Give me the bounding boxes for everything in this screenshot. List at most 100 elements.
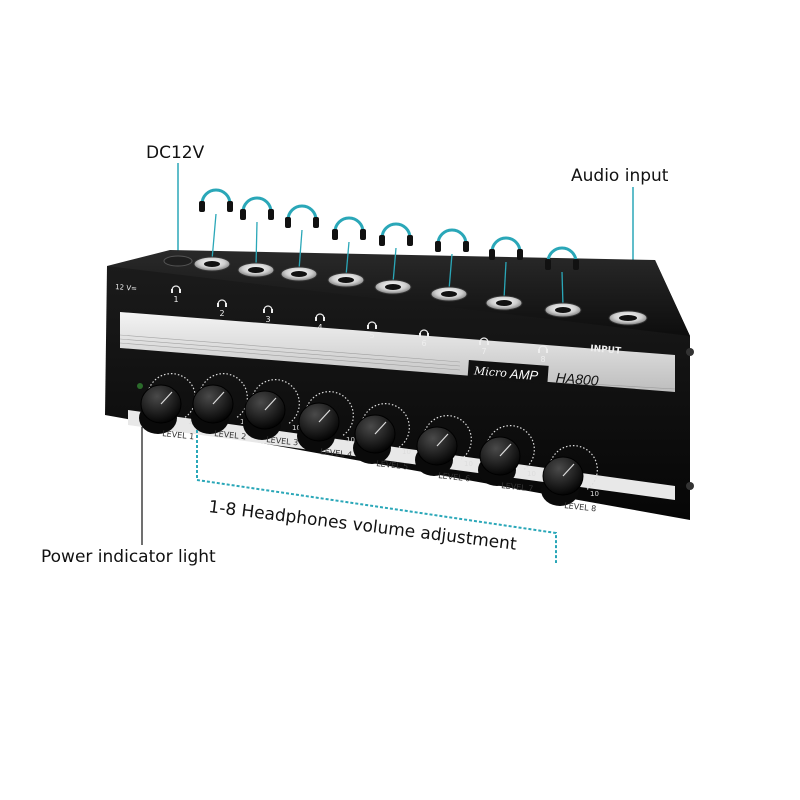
- knob-scale: [423, 415, 472, 461]
- knob-scale: [486, 425, 535, 471]
- headphones-icon: [419, 329, 429, 335]
- volume-knob[interactable]: LEVEL 210: [191, 373, 249, 442]
- knob-scale: [251, 379, 300, 425]
- volume-bracket: [196, 430, 557, 563]
- channel-label: 6: [419, 329, 429, 348]
- jack-pointer-line: [298, 229, 303, 271]
- headphone-jack-hole: [248, 267, 264, 273]
- headphones-icon: [199, 188, 233, 212]
- knob-pointer: [318, 409, 331, 423]
- channel-number: 5: [370, 331, 375, 340]
- level-label: LEVEL 4: [320, 447, 353, 459]
- volume-adjustment-label: 1-8 Headphones volume adjustment: [207, 497, 518, 555]
- channel-number: 6: [422, 339, 427, 348]
- knob-pointer: [264, 397, 277, 411]
- channel-labels: 1 2 3 4 5 6 7 8: [171, 285, 548, 364]
- channel-label: 2: [217, 299, 227, 318]
- volume-knob[interactable]: LEVEL 110: [139, 373, 197, 442]
- scale-max-label: 10: [402, 448, 411, 456]
- model-number: HA800: [555, 369, 599, 388]
- level-label: LEVEL 6: [438, 471, 471, 483]
- screw-top: [686, 348, 694, 356]
- channel-number: 4: [318, 323, 323, 332]
- knob-pointer: [160, 391, 173, 405]
- channel-number: 1: [174, 295, 179, 304]
- volume-knob[interactable]: LEVEL 8 10: [541, 445, 599, 514]
- headphones-icon: [315, 313, 325, 319]
- screw-bottom: [686, 482, 694, 490]
- knob-pointer: [499, 443, 512, 457]
- audio-input-label: Audio input: [571, 166, 669, 186]
- scale-max-label: 10: [346, 436, 355, 444]
- jack-pointer-line: [503, 261, 507, 300]
- knob-pointer: [212, 391, 225, 405]
- volume-knob[interactable]: LEVEL 5 10: [353, 403, 411, 472]
- level-label: LEVEL 3: [266, 435, 299, 447]
- headphone-icons: [199, 188, 579, 270]
- headphones-icon: [435, 228, 469, 252]
- headphone-jack-hole: [441, 291, 457, 297]
- scale-max-label: 10: [527, 470, 536, 478]
- voltage-label: 12 V=: [115, 283, 138, 293]
- headphone-jack-hole: [204, 261, 220, 267]
- volume-knob[interactable]: LEVEL 3 10: [243, 379, 301, 448]
- jack-pointer-line: [392, 247, 397, 284]
- knob-pointer: [562, 463, 575, 477]
- headphones-icon: [285, 204, 319, 228]
- headphone-jack-hole: [385, 284, 401, 290]
- jack-pointer-line: [255, 221, 258, 267]
- scale-max-label: 10: [590, 490, 599, 498]
- level-label: LEVEL 5: [376, 459, 409, 471]
- headphones-icon: [217, 299, 227, 305]
- level-label: LEVEL 2: [214, 429, 247, 441]
- headphones-icon: [379, 222, 413, 246]
- brand-script: Micro: [473, 364, 508, 379]
- headphone-jacks: [193, 213, 582, 318]
- knob-scale: [361, 403, 410, 449]
- level-label: LEVEL 1: [162, 429, 195, 441]
- channel-label: 5: [367, 321, 377, 340]
- brand-main: AMP: [508, 366, 539, 383]
- headphones-icon: [240, 196, 274, 220]
- knob-scale: [305, 391, 354, 437]
- power-indicator-led: [137, 383, 143, 389]
- knob-scale: [147, 373, 196, 419]
- headphones-icon: [332, 216, 366, 240]
- headphones-icon: [263, 305, 273, 311]
- jack-pointer-line: [561, 271, 564, 307]
- dc-jack[interactable]: [163, 255, 193, 267]
- headphone-jack-hole: [291, 271, 307, 277]
- volume-knob[interactable]: LEVEL 6 10: [415, 415, 473, 484]
- headphone-jack-hole: [338, 277, 354, 283]
- volume-knob[interactable]: LEVEL 4 10: [297, 391, 355, 460]
- headphones-icon: [538, 345, 548, 351]
- level-label: LEVEL 8: [564, 501, 597, 513]
- headphone-jack-hole: [555, 307, 571, 313]
- channel-label: 7: [479, 337, 489, 356]
- scale-max-label: 10: [292, 424, 301, 432]
- jack-pointer-line: [448, 253, 453, 291]
- brand-logo: Micro AMP HA800: [467, 360, 599, 389]
- channel-number: 3: [266, 315, 271, 324]
- dc12v-label: DC12V: [146, 143, 205, 163]
- channel-label: 3: [263, 305, 273, 324]
- channel-label: 4: [315, 313, 325, 332]
- audio-input-hole: [619, 315, 637, 321]
- headphones-icon: [545, 246, 579, 270]
- knob-scale: [549, 445, 598, 491]
- headphones-icon: [367, 321, 377, 327]
- channel-label: 1: [171, 285, 181, 304]
- input-label: INPUT: [590, 344, 623, 357]
- volume-knob[interactable]: LEVEL 710: [478, 425, 536, 494]
- channel-number: 2: [220, 309, 225, 318]
- headphones-icon: [479, 337, 489, 343]
- jack-pointer-line: [345, 241, 350, 277]
- knob-pointer: [436, 433, 449, 447]
- knob-pointer: [374, 421, 387, 435]
- headphone-jack-hole: [496, 300, 512, 306]
- power-indicator-label: Power indicator light: [41, 547, 216, 567]
- channel-number: 8: [541, 355, 546, 364]
- scale-max-label: 10: [464, 460, 473, 468]
